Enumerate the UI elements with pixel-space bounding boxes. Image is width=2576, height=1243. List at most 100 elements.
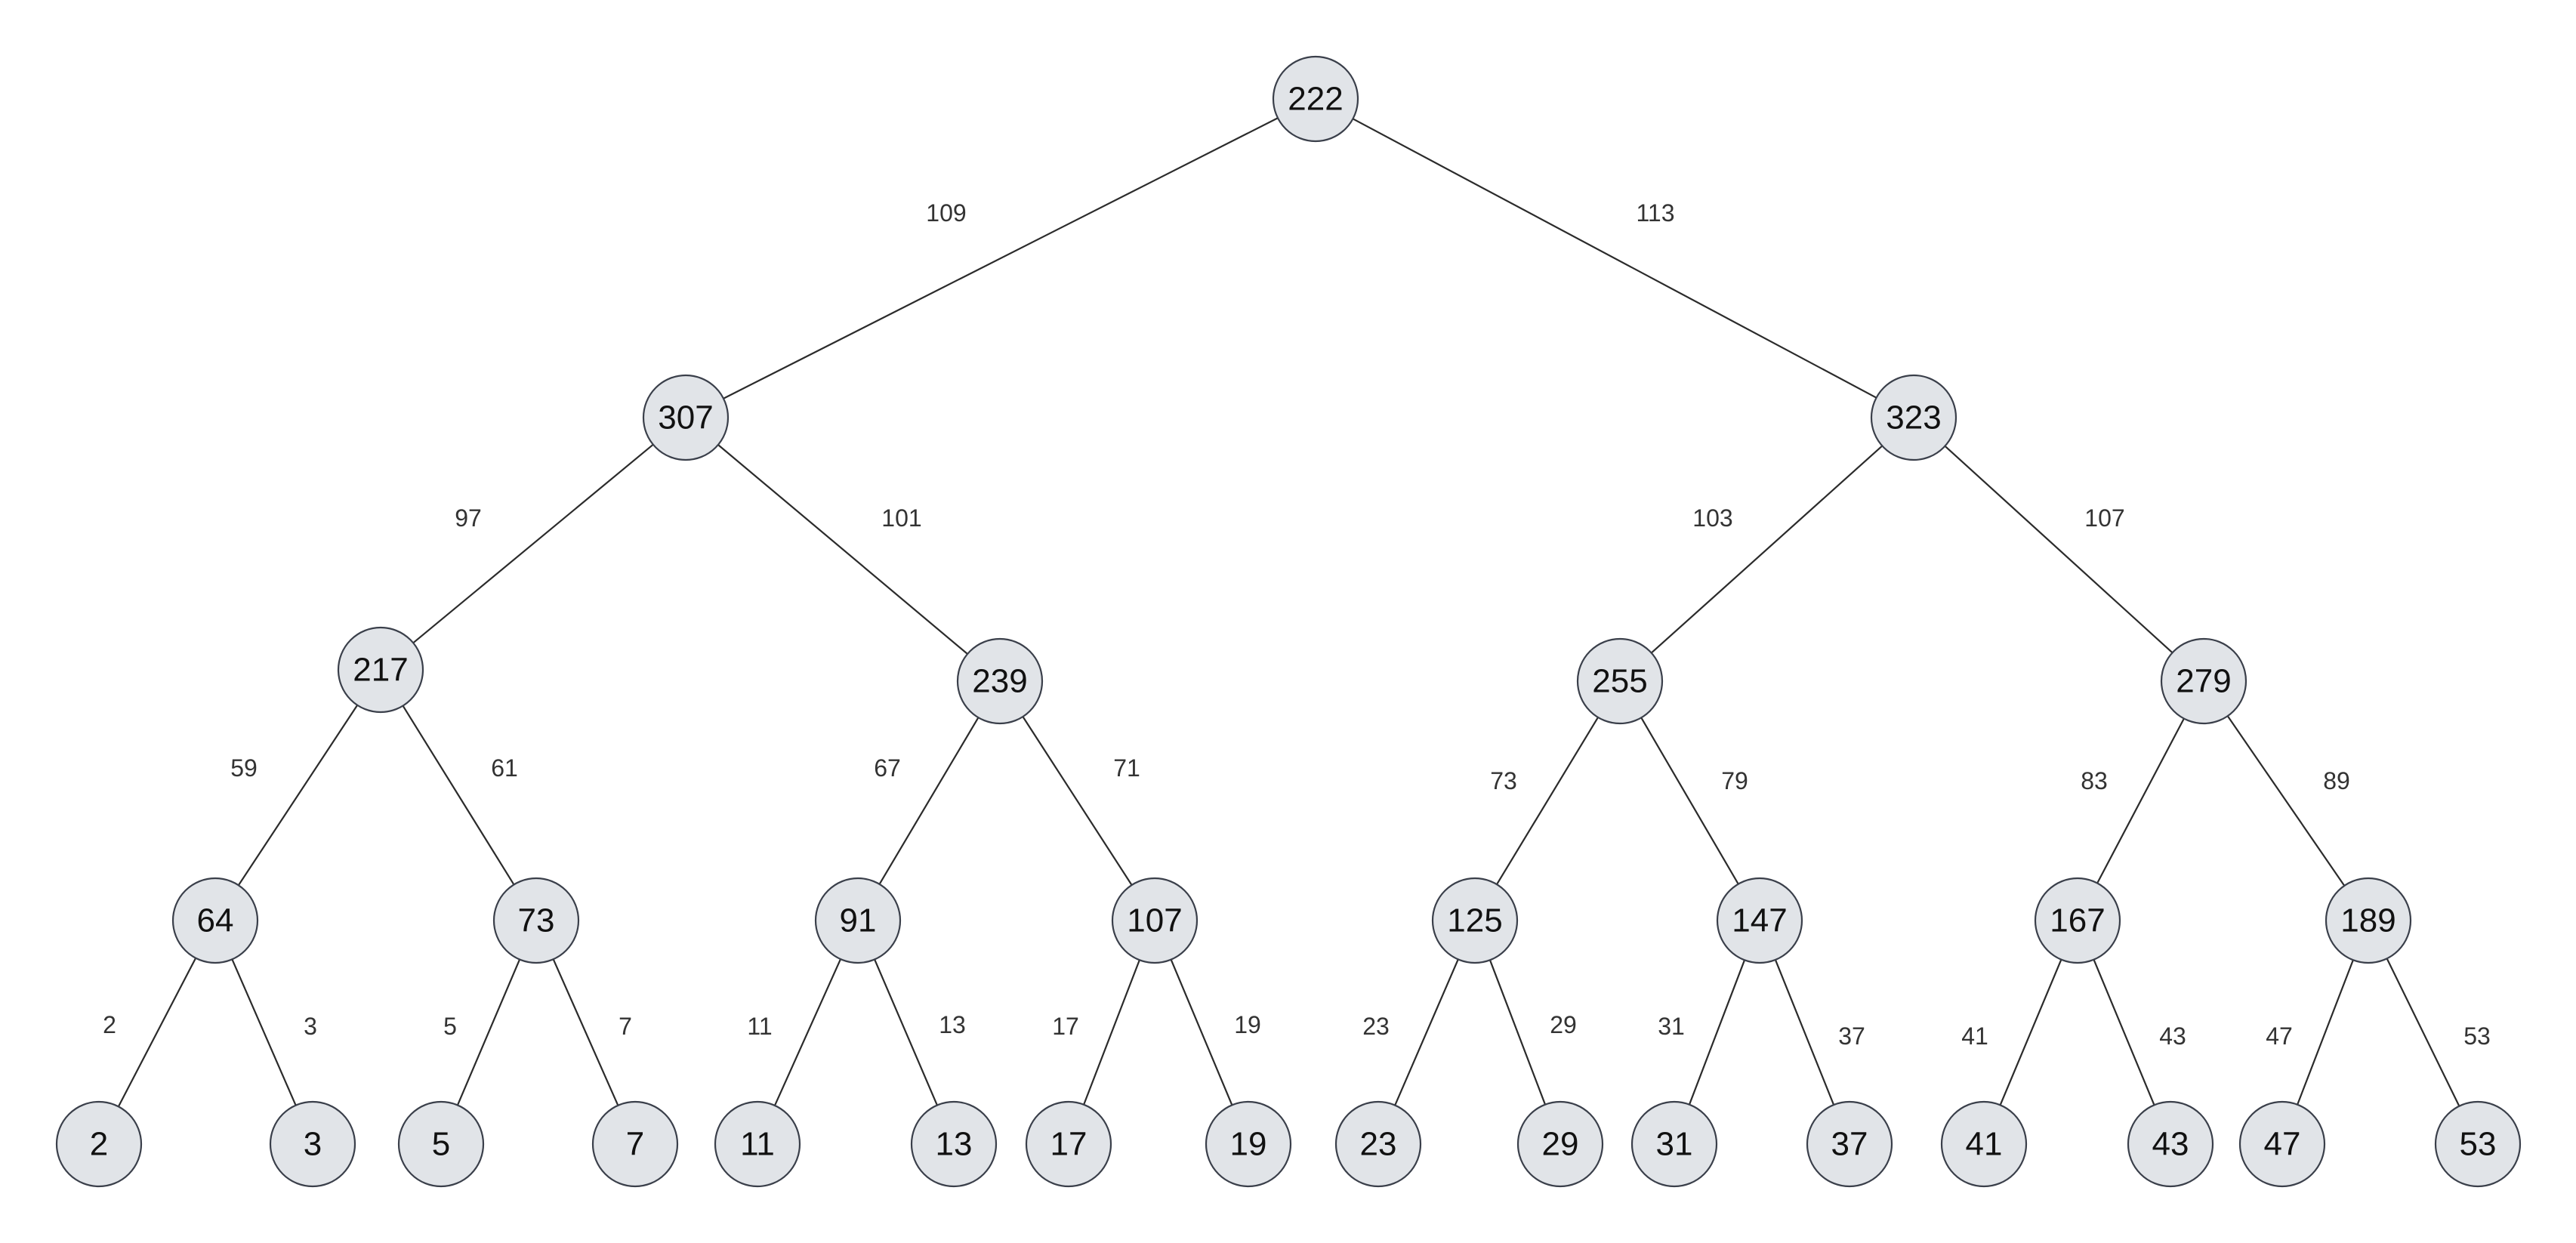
node-value: 41 [1966,1126,2003,1163]
node-circle [2325,877,2412,964]
tree-edge [2386,958,2460,1107]
edge-label: 37 [1838,1022,1865,1050]
node-circle [910,1100,998,1188]
node-value: 279 [2176,663,2231,700]
node-value: 125 [1447,902,1502,939]
tree-edge [237,705,359,886]
node-value: 147 [1732,902,1787,939]
tree-node: 125 [1431,877,1519,964]
tree-node: 3 [269,1100,356,1188]
tree-node: 7 [591,1100,679,1188]
edge-label: 47 [2266,1022,2293,1050]
node-value: 19 [1230,1126,1267,1163]
node-circle [337,626,424,714]
edge-label: 83 [2081,767,2108,794]
tree-edge [1394,958,1459,1106]
tree-node: 23 [1334,1100,1422,1188]
tree-edge [552,958,619,1106]
node-circle [1431,877,1519,964]
node-value: 3 [304,1126,322,1163]
edge-label: 13 [939,1011,966,1038]
node-value: 239 [972,663,1027,700]
edge-label: 17 [1052,1013,1079,1040]
node-circle [956,637,1044,725]
tree-node: 41 [1940,1100,2028,1188]
node-circle [1025,1100,1112,1188]
node-value: 31 [1656,1126,1693,1163]
tree-node: 167 [2034,877,2121,964]
node-circle [2238,1100,2326,1188]
tree-edge [456,959,521,1106]
tree-node: 239 [956,637,1044,725]
edge-label: 2 [103,1011,116,1038]
tree-edge [1650,445,1883,654]
node-circle [55,1100,143,1188]
node-circle [591,1100,679,1188]
edge-label: 113 [1636,199,1674,227]
edge-label: 7 [619,1013,632,1040]
node-circle [1334,1100,1422,1188]
tree-edge [1022,716,1133,886]
node-circle [1111,877,1199,964]
node-value: 189 [2340,902,2396,939]
edge-label: 103 [1692,504,1732,532]
node-circle [642,374,730,461]
node-value: 217 [353,652,408,689]
node-circle [2127,1100,2214,1188]
node-circle [1576,637,1664,725]
tree-node: 5 [397,1100,485,1188]
node-value: 7 [626,1126,644,1163]
node-value: 23 [1360,1126,1397,1163]
edge-label: 67 [874,754,901,782]
tree-node: 11 [714,1100,801,1188]
tree-edge [874,959,938,1106]
edge-label: 29 [1550,1011,1577,1038]
node-value: 222 [1288,81,1343,118]
node-circle [714,1100,801,1188]
tree-edge [1774,959,1835,1106]
tree-node: 64 [171,877,259,964]
node-circle [814,877,902,964]
tree-edge [773,958,842,1106]
tree-edge [231,958,297,1106]
tree-edge [878,717,979,885]
node-value: 53 [2460,1126,2497,1163]
node-value: 11 [740,1126,775,1163]
tree-edge [1640,717,1739,885]
edge-label: 107 [2084,504,2124,532]
edge-label: 53 [2463,1022,2491,1050]
tree-node: 323 [1870,374,1957,461]
tree-node: 222 [1272,55,1359,143]
tree-node: 307 [642,374,730,461]
node-circle [269,1100,356,1188]
edge-label: 109 [926,199,966,227]
edge-label: 3 [304,1013,317,1040]
tree-edge [402,705,515,885]
tree-node: 2 [55,1100,143,1188]
edge-label: 97 [455,504,482,532]
node-value: 37 [1831,1126,1868,1163]
node-value: 47 [2264,1126,2301,1163]
node-circle [1940,1100,2028,1188]
tree-node: 217 [337,626,424,714]
edge-label: 19 [1234,1011,1261,1038]
node-circle [171,877,259,964]
node-circle [2034,877,2121,964]
tree-node: 91 [814,877,902,964]
node-value: 5 [432,1126,450,1163]
tree-node: 107 [1111,877,1199,964]
node-value: 43 [2152,1126,2189,1163]
edge-label: 89 [2323,767,2350,794]
tree-edge [1489,959,1547,1106]
tree-edge [2093,959,2155,1106]
tree-edge [1496,717,1599,885]
node-circle [1630,1100,1718,1188]
edge-label: 31 [1658,1013,1685,1040]
node-circle [1806,1100,1893,1188]
node-circle [1516,1100,1604,1188]
node-value: 107 [1127,902,1182,939]
node-value: 255 [1592,663,1647,700]
edge-label: 59 [230,754,258,782]
